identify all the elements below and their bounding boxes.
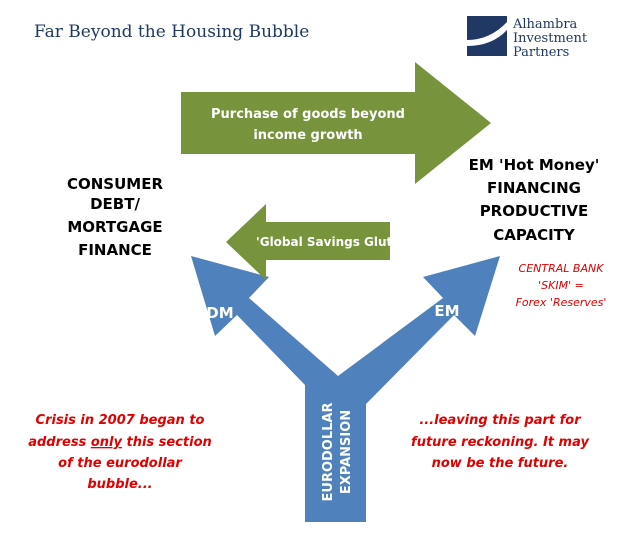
logo-line-2: Investment xyxy=(513,31,588,46)
logo-line-3: Partners xyxy=(513,45,569,60)
central-bank-note: CENTRAL BANK 'SKIM' = Forex 'Reserves' xyxy=(516,262,607,309)
crisis-note: Crisis in 2007 began to address only thi… xyxy=(28,413,212,492)
em-label: EM xyxy=(434,302,459,320)
top-arrow-line-1: Purchase of goods beyond xyxy=(211,107,405,122)
consumer-line-1: CONSUMER xyxy=(67,175,163,193)
page-title: Far Beyond the Housing Bubble xyxy=(34,22,309,42)
consumer-line-2: DEBT/ xyxy=(90,195,140,213)
em-line-3: PRODUCTIVE xyxy=(480,202,589,220)
crisis-line-4: bubble... xyxy=(87,477,152,492)
central-bank-line-1: CENTRAL BANK xyxy=(519,262,605,275)
dm-label: DM xyxy=(206,304,233,322)
alhambra-logo-icon xyxy=(467,16,507,56)
logo: Alhambra Investment Partners xyxy=(467,16,588,60)
mid-green-arrow xyxy=(226,204,390,280)
top-green-arrow xyxy=(181,62,491,184)
crisis-line-2-pre: address xyxy=(28,435,91,450)
consumer-line-3: MORTGAGE xyxy=(67,218,162,236)
future-line-1: ...leaving this part for xyxy=(419,413,582,428)
central-bank-line-3: Forex 'Reserves' xyxy=(516,296,607,309)
consumer-debt-block: CONSUMER DEBT/ MORTGAGE FINANCE xyxy=(67,175,163,259)
crisis-line-2-emphasis: only xyxy=(91,435,123,450)
crisis-line-2: address only this section xyxy=(28,435,212,450)
eurodollar-y-arrow xyxy=(191,256,500,522)
em-line-4: CAPACITY xyxy=(493,226,576,244)
consumer-line-4: FINANCE xyxy=(78,241,152,259)
em-line-1: EM 'Hot Money' xyxy=(469,156,600,174)
crisis-line-3: of the eurodollar xyxy=(58,456,183,471)
logo-line-1: Alhambra xyxy=(512,17,578,32)
future-note: ...leaving this part for future reckonin… xyxy=(411,413,589,471)
top-arrow-line-2: income growth xyxy=(253,128,362,143)
future-line-3: now be the future. xyxy=(432,456,569,471)
future-line-2: future reckoning. It may xyxy=(411,435,589,450)
central-bank-line-2: 'SKIM' = xyxy=(538,279,584,292)
em-financing-block: EM 'Hot Money' FINANCING PRODUCTIVE CAPA… xyxy=(469,156,600,244)
em-line-2: FINANCING xyxy=(487,179,581,197)
mid-arrow-label: 'Global Savings Glut' xyxy=(256,235,396,249)
stem-line-1: EURODOLLAR xyxy=(321,403,336,502)
crisis-line-2-post: this section xyxy=(122,435,212,450)
stem-line-2: EXPANSION xyxy=(339,410,354,494)
crisis-line-1: Crisis in 2007 began to xyxy=(36,413,205,428)
